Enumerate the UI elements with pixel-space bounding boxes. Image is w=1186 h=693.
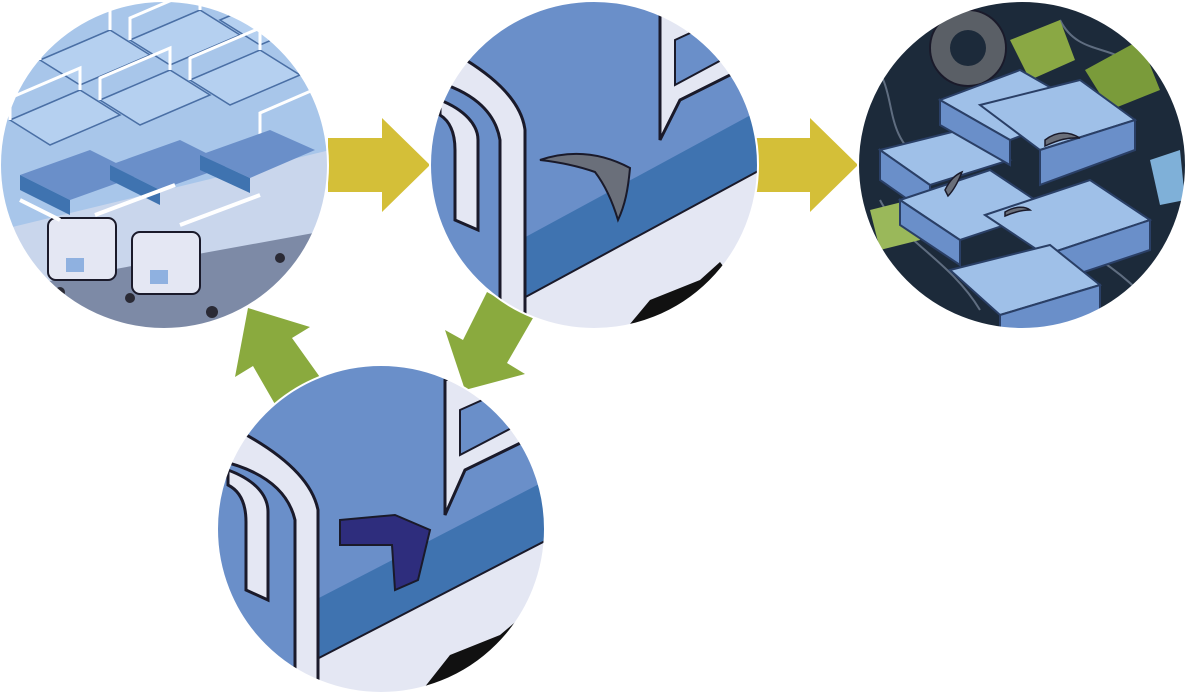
arrow-damaged-to-repaired — [445, 292, 533, 390]
discarded-mattresses-icon — [858, 1, 1186, 329]
arrow-fleet-to-damaged — [328, 118, 430, 212]
panel-fleet — [0, 0, 329, 330]
panel-damaged — [429, 0, 759, 330]
panel-landfill — [857, 0, 1186, 330]
arrow-repaired-to-fleet — [235, 308, 322, 406]
panel-repaired — [216, 364, 546, 693]
arrow-damaged-to-landfill — [756, 118, 858, 212]
